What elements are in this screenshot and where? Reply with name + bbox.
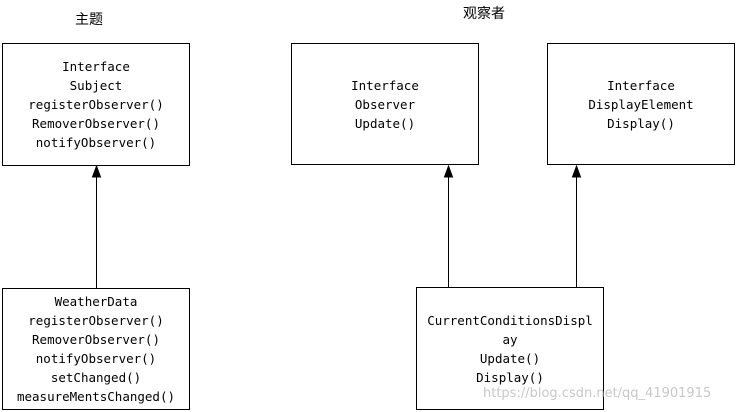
current-conditions-line-4: Display() (476, 369, 544, 385)
weather-data-line-4: notifyObserver() (35, 351, 157, 366)
observer-interface-box: Interface Observer Update() (291, 43, 479, 165)
subject-interface-box: Interface Subject registerObserver() Rem… (2, 43, 190, 166)
current-conditions-display-box: CurrentConditionsDispl ay Update() Displ… (416, 287, 604, 410)
subject-interface-line-2: Subject (69, 78, 123, 93)
weather-data-line-6: measureMentsChanged() (16, 389, 176, 404)
subject-interface-line-1: Interface (62, 59, 130, 74)
weather-data-line-5: setChanged() (50, 370, 142, 385)
display-element-line-3: Display() (607, 115, 675, 131)
subject-interface-line-3: registerObserver() (28, 97, 164, 112)
display-to-displayelement-arrowhead (571, 164, 582, 178)
display-element-line-2: DisplayElement (588, 96, 694, 112)
current-conditions-line-2: ay (502, 331, 518, 347)
weather-data-line-2: registerObserver() (28, 313, 164, 328)
subject-group-label: 主题 (75, 12, 103, 28)
observer-interface-line-3: Update() (354, 115, 416, 131)
display-element-interface-box: Interface DisplayElement Display() (547, 43, 735, 165)
subject-interface-line-5: notifyObserver() (35, 135, 157, 150)
weather-data-line-1: WeatherData (54, 294, 138, 309)
current-conditions-line-3: Update() (479, 350, 541, 366)
current-conditions-line-1: CurrentConditionsDispl (427, 312, 593, 328)
display-to-observer-arrowhead (443, 164, 454, 178)
watermark-text: https://blog.csdn.net/qq_41901915 (483, 386, 712, 401)
weatherdata-to-subject-arrowhead (91, 164, 102, 178)
subject-interface-line-4: RemoverObserver() (32, 116, 160, 131)
observer-group-label: 观察者 (463, 6, 505, 22)
observer-interface-line-2: Observer (354, 96, 416, 112)
weather-data-box: WeatherData registerObserver() RemoverOb… (2, 288, 190, 410)
display-element-line-1: Interface (607, 77, 675, 93)
observer-interface-line-1: Interface (351, 77, 419, 93)
weather-data-line-3: RemoverObserver() (32, 332, 160, 347)
